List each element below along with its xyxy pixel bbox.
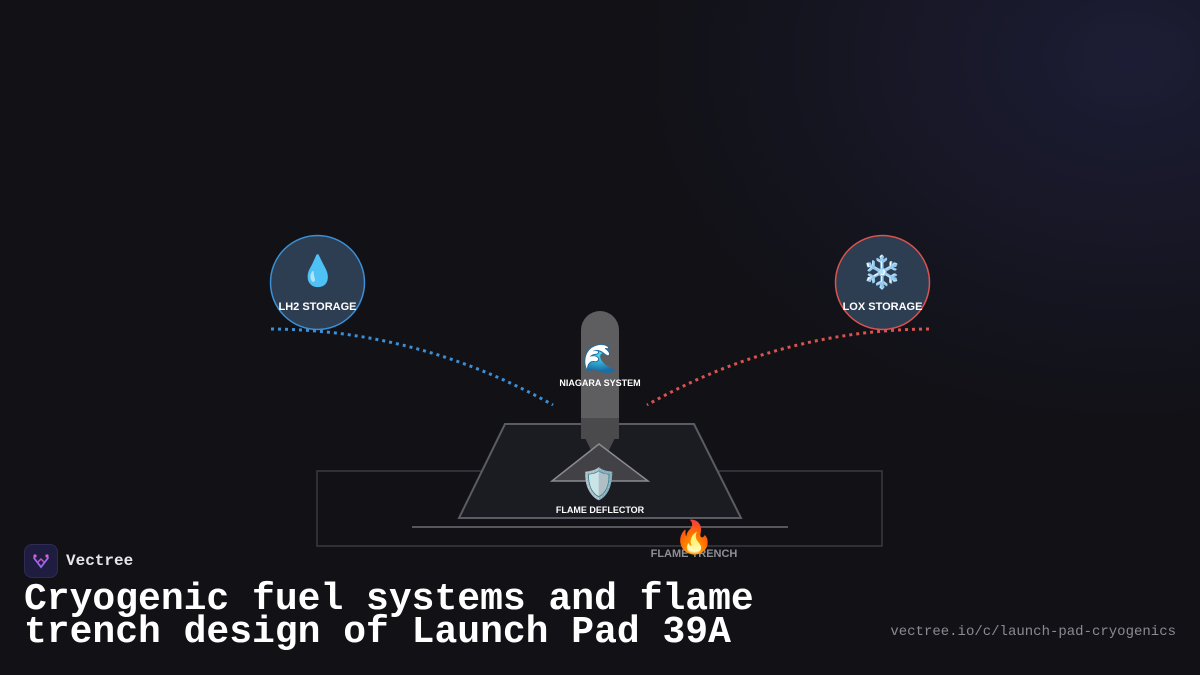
lh2-storage-label: LH2 STORAGE [278,301,357,313]
source-url[interactable]: vectree.io/c/launch-pad-cryogenics [890,624,1176,640]
rocket-body [581,311,619,439]
lox-feed-line [646,327,930,407]
niagara-system-label: NIAGARA SYSTEM [559,378,641,388]
droplet-icon: 💧 [299,254,337,289]
lox-storage-label: LOX STORAGE [842,301,923,313]
flame-deflector-label: FLAME DEFLECTOR [555,505,645,515]
lh2-storage-node [269,234,366,331]
flame-trench-label: FLAME TRENCH [650,548,738,560]
shield-icon: 🛡️ [580,467,618,502]
rocket-lower-section [581,418,619,439]
vectree-logo-icon [24,544,58,578]
lox-storage-node [834,234,931,331]
page-title: Cryogenic fuel systems and flame trench … [24,578,754,654]
lh2-feed-line [270,327,554,407]
brand-name: Vectree [66,552,134,570]
fire-icon: 🔥 [674,518,714,556]
water-wave-icon: 🌊 [582,342,618,375]
flame-deflector-wedge [549,443,651,482]
brand: Vectree [24,544,133,578]
snowflake-icon: ❄️ [862,253,902,291]
